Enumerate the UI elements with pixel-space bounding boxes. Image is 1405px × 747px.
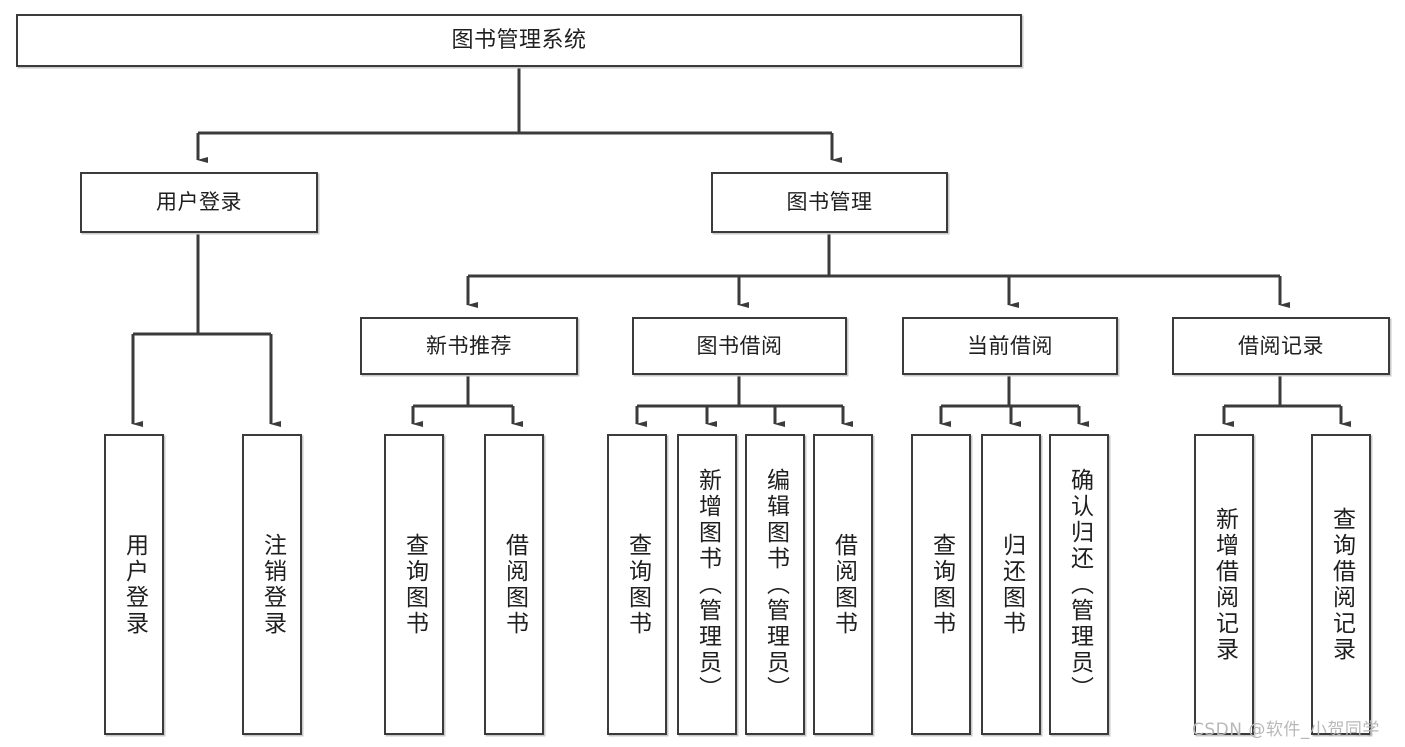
node-label: 查询图书 [928,532,955,637]
node-book-borrow[interactable]: 图书借阅 [632,317,847,375]
node-label: 图书借阅 [696,333,783,358]
node-borrow-record[interactable]: 借阅记录 [1172,317,1390,375]
node-user-login[interactable]: 用户登录 [80,172,318,233]
node-leaf-return-book[interactable]: 归还图书 [981,434,1041,735]
node-label: 新书推荐 [426,333,512,358]
node-leaf-user-login[interactable]: 用户登录 [104,434,164,735]
node-label: 查询图书 [624,532,651,637]
node-label: 归还图书 [998,532,1025,637]
node-leaf-logout[interactable]: 注销登录 [242,434,302,735]
node-leaf-query-borrow-record[interactable]: 查询借阅记录 [1311,434,1371,735]
node-current-borrow[interactable]: 当前借阅 [902,317,1118,375]
node-label: 用户登录 [156,190,242,215]
node-label: 编辑图书（管理员） [762,467,789,702]
node-leaf-query-book-recommend[interactable]: 查询图书 [384,434,444,735]
node-label: 新增图书（管理员） [694,467,721,702]
node-label: 注销登录 [259,532,286,637]
node-label: 确认归还（管理员） [1066,467,1093,702]
node-label: 查询借阅记录 [1328,506,1355,663]
node-label: 用户登录 [121,532,148,637]
node-root-system[interactable]: 图书管理系统 [16,14,1022,67]
node-label: 新增借阅记录 [1211,506,1238,663]
node-leaf-query-book-borrow[interactable]: 查询图书 [607,434,667,735]
node-leaf-edit-book-admin[interactable]: 编辑图书（管理员） [745,434,805,735]
node-leaf-borrow-book[interactable]: 借阅图书 [813,434,873,735]
node-leaf-borrow-book-recommend[interactable]: 借阅图书 [484,434,544,735]
node-label: 借阅图书 [501,532,528,637]
node-new-book-recommend[interactable]: 新书推荐 [360,317,578,375]
node-label: 借阅记录 [1238,333,1324,358]
watermark-text: CSDN @软件_小贺同学 [1192,720,1380,740]
node-leaf-add-borrow-record[interactable]: 新增借阅记录 [1194,434,1254,735]
node-leaf-confirm-return-admin[interactable]: 确认归还（管理员） [1049,434,1109,735]
node-label: 当前借阅 [967,333,1053,358]
node-book-management[interactable]: 图书管理 [711,172,948,233]
node-label: 查询图书 [401,532,428,637]
node-leaf-query-book-current[interactable]: 查询图书 [911,434,971,735]
node-label: 借阅图书 [830,532,857,637]
node-label: 图书管理系统 [451,27,587,53]
node-leaf-add-book-admin[interactable]: 新增图书（管理员） [677,434,737,735]
node-label: 图书管理 [786,190,873,215]
